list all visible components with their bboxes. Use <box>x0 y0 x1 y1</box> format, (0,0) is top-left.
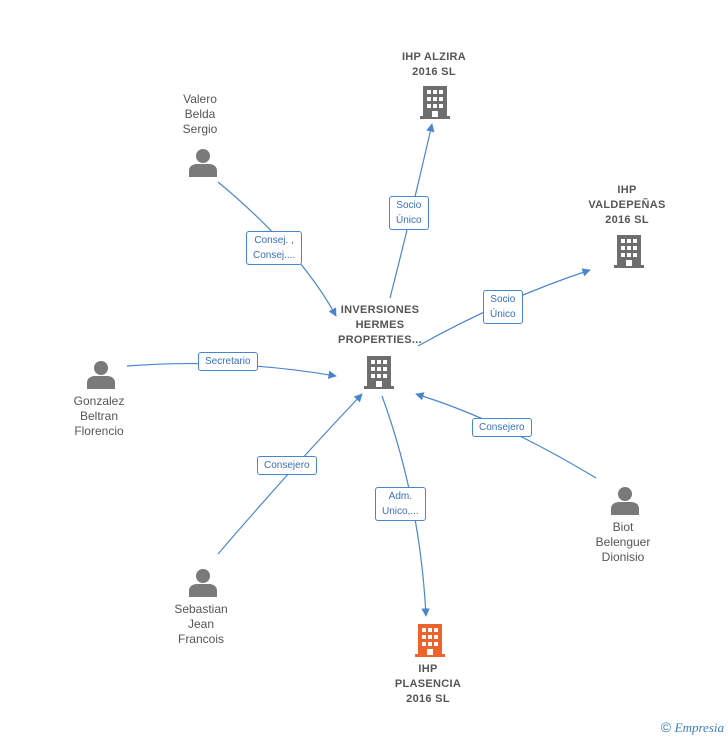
building-icon[interactable] <box>612 233 646 269</box>
person-icon[interactable] <box>188 567 218 597</box>
edge-label-biot[interactable]: Consejero <box>472 418 532 437</box>
company-name-line: 2016 SL <box>412 66 456 78</box>
copyright-icon: © <box>660 719 672 735</box>
person-node-gonzalez[interactable]: Gonzalez Beltran Florencio <box>59 394 139 439</box>
company-name-line: 2016 SL <box>406 693 450 705</box>
person-node-valero[interactable]: Valero Belda Sergio <box>160 92 240 137</box>
building-icon[interactable] <box>418 84 452 120</box>
person-name-line: Gonzalez <box>73 394 125 408</box>
person-node-biot[interactable]: Biot Belenguer Dionisio <box>583 520 663 565</box>
edge-label-gonzalez[interactable]: Secretario <box>198 352 258 371</box>
person-name-line: Florencio <box>74 424 124 438</box>
person-name-line: Francois <box>177 632 224 646</box>
edge-label-alzira[interactable]: Socio Único <box>389 196 429 230</box>
company-name-line: PROPERTIES... <box>338 334 422 346</box>
building-icon-highlighted[interactable] <box>413 622 447 658</box>
company-node-valdepenas[interactable]: IHP VALDEPEÑAS 2016 SL <box>577 183 677 228</box>
company-name-line: IHP <box>617 184 637 196</box>
person-icon[interactable] <box>86 359 116 389</box>
company-name-line: INVERSIONES <box>340 304 420 316</box>
person-node-sebastian[interactable]: Sebastian Jean Francois <box>161 602 241 647</box>
company-name-line: HERMES <box>355 319 405 331</box>
company-name-line: IHP <box>418 663 438 675</box>
company-name-line: VALDEPEÑAS <box>588 199 666 211</box>
person-name-line: Beltran <box>79 409 119 423</box>
footer-brand: © Empresia <box>661 719 724 736</box>
company-node-center[interactable]: INVERSIONES HERMES PROPERTIES... <box>318 303 442 348</box>
company-node-plasencia[interactable]: IHP PLASENCIA 2016 SL <box>378 662 478 707</box>
person-name-line: Valero <box>183 92 217 106</box>
company-node-alzira[interactable]: IHP ALZIRA 2016 SL <box>384 50 484 80</box>
person-icon[interactable] <box>610 485 640 515</box>
person-name-line: Sebastian <box>174 602 228 616</box>
person-name-line: Biot <box>612 520 634 534</box>
edge-label-valdepenas[interactable]: Socio Único <box>483 290 523 324</box>
person-icon[interactable] <box>188 147 218 177</box>
company-name-line: 2016 SL <box>605 214 649 226</box>
company-name-line: IHP ALZIRA <box>401 51 467 63</box>
person-name-line: Belenguer <box>595 535 651 549</box>
person-name-line: Jean <box>187 617 215 631</box>
person-name-line: Dionisio <box>601 550 645 564</box>
person-name-line: Belda <box>184 107 216 121</box>
edge-label-valero[interactable]: Consej. , Consej.... <box>246 231 303 265</box>
person-name-line: Sergio <box>182 122 218 136</box>
brand-logo[interactable]: Empresia <box>674 720 724 735</box>
company-name-line: PLASENCIA <box>394 678 462 690</box>
edge-label-plasencia[interactable]: Adm. Unico,... <box>375 487 426 521</box>
building-icon[interactable] <box>362 354 396 390</box>
edge-label-sebastian[interactable]: Consejero <box>257 456 317 475</box>
